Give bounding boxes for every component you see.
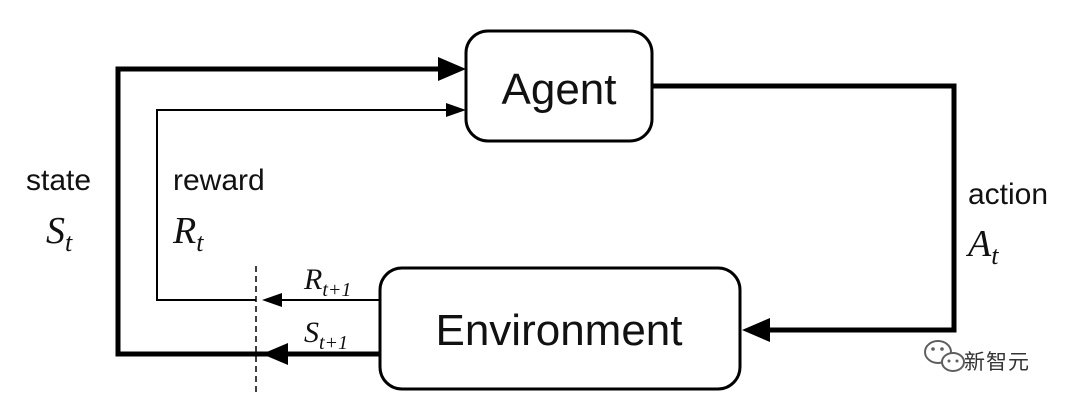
watermark-text: 新智元 (964, 350, 1030, 374)
agent-label: Agent (502, 65, 617, 114)
environment-label: Environment (435, 306, 682, 355)
next-reward-arrowhead (262, 293, 282, 307)
action-symbol: At (965, 223, 999, 270)
wechat-icon (924, 340, 965, 372)
next-state-arrowhead (262, 343, 288, 365)
state-line (115, 66, 438, 357)
next-state-symbol: St+1 (304, 316, 348, 354)
next-reward-symbol: Rt+1 (303, 263, 351, 301)
reward-arrowhead (446, 103, 466, 117)
environment-box (378, 266, 742, 391)
reward-line (156, 109, 448, 301)
reward-label: reward (173, 164, 265, 197)
state-symbol: St (46, 210, 73, 257)
action-label: action (968, 178, 1048, 211)
reward-symbol: Rt (172, 210, 204, 257)
action-line (652, 83, 957, 333)
action-arrowhead (742, 318, 770, 342)
state-arrowhead (438, 57, 466, 81)
state-label: state (26, 164, 91, 197)
